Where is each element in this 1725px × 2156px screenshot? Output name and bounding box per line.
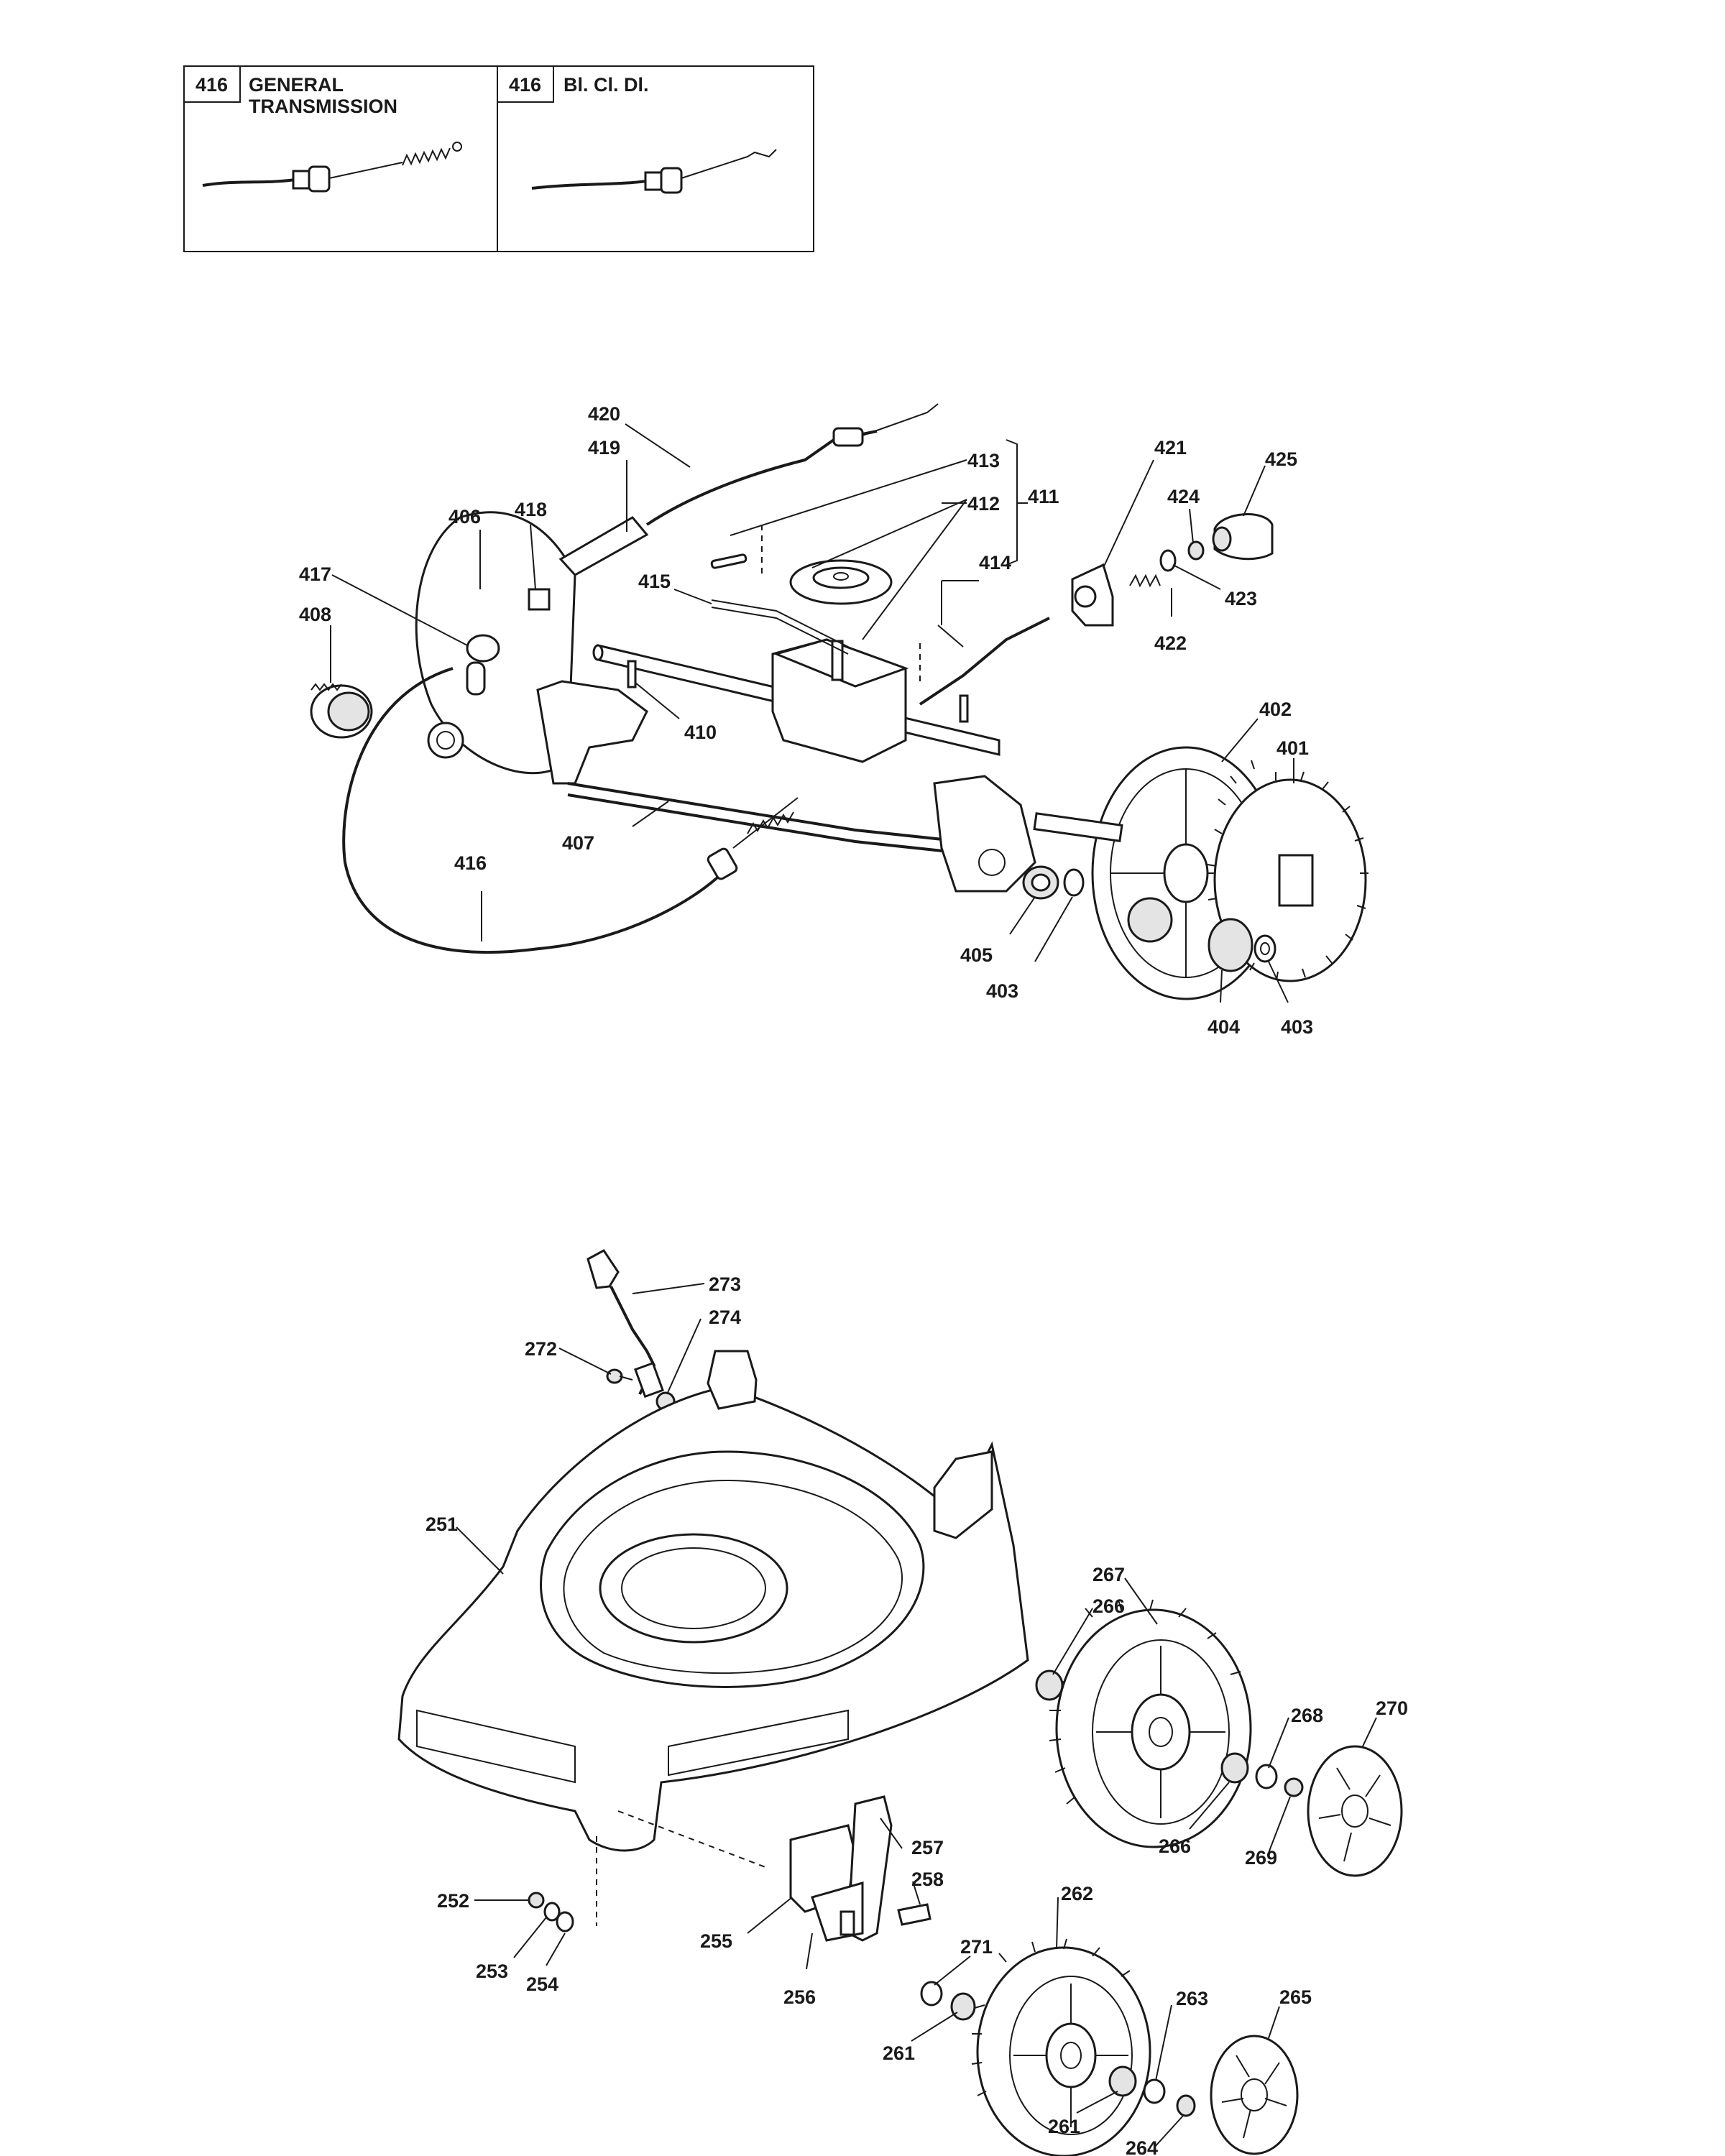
- nut-252: [528, 1892, 545, 1909]
- rear-wheel-267: [1049, 1599, 1252, 1848]
- label-402: 402: [1259, 699, 1292, 720]
- label-425: 425: [1265, 448, 1297, 470]
- gear-401: [1207, 760, 1368, 982]
- transmission-assembly: [310, 403, 1368, 1000]
- label-257: 257: [911, 1837, 944, 1858]
- label-273: 273: [709, 1273, 741, 1295]
- label-262: 262: [1061, 1883, 1093, 1904]
- label-404: 404: [1208, 1016, 1240, 1038]
- legend-code-box-2: [497, 65, 554, 103]
- label-403b: 403: [1281, 1016, 1313, 1038]
- label-272: 272: [525, 1338, 557, 1360]
- cable-420: [645, 430, 878, 526]
- label-267: 267: [1092, 1564, 1125, 1585]
- label-406: 406: [448, 506, 481, 528]
- label-413: 413: [967, 450, 1000, 471]
- label-261a: 261: [883, 2042, 915, 2064]
- label-252: 252: [437, 1890, 469, 1912]
- legend-title-1b: TRANSMISSION: [249, 96, 397, 117]
- washer-403: [1063, 868, 1085, 897]
- washer-423: [1159, 549, 1177, 572]
- label-423: 423: [1225, 588, 1257, 609]
- label-417: 417: [299, 563, 331, 585]
- label-415: 415: [638, 571, 671, 592]
- legend-code-1: 416: [196, 74, 228, 96]
- label-264: 264: [1126, 2137, 1158, 2156]
- label-263: 263: [1176, 1988, 1208, 2009]
- front-wheel-262: [971, 1938, 1151, 2156]
- spring-422: [1129, 573, 1161, 588]
- label-418: 418: [515, 499, 547, 520]
- label-254: 254: [526, 1973, 558, 1995]
- bolt-258: [897, 1903, 932, 1926]
- label-412: 412: [967, 493, 1000, 515]
- label-271: 271: [960, 1936, 993, 1958]
- hubcap-270: [1307, 1745, 1403, 1877]
- transmission-labels: 420 419 413 412 411 421 425 424 406 418 …: [299, 403, 1313, 1038]
- general-transmission-cable-icon: [202, 142, 462, 193]
- pinion-404: [1208, 918, 1254, 972]
- label-403a: 403: [986, 980, 1018, 1002]
- label-407: 407: [562, 832, 594, 854]
- right-bracket: [933, 775, 1036, 893]
- label-416: 416: [454, 852, 487, 874]
- label-419: 419: [588, 437, 620, 459]
- label-261b: 261: [1048, 2116, 1080, 2137]
- label-265: 265: [1279, 1986, 1312, 2008]
- label-266a: 266: [1092, 1595, 1125, 1617]
- label-255: 255: [700, 1930, 732, 1952]
- label-256: 256: [783, 1986, 816, 2008]
- legend-title-2a: Bl. Cl. Dl.: [564, 74, 649, 96]
- hubcap-265: [1210, 2035, 1299, 2155]
- label-251: 251: [426, 1514, 458, 1535]
- label-420: 420: [588, 403, 620, 425]
- label-424: 424: [1167, 486, 1200, 507]
- legend-title-1a: GENERAL: [249, 74, 344, 96]
- deck-leaders: [456, 1283, 1377, 2148]
- label-266b: 266: [1159, 1835, 1191, 1857]
- label-405: 405: [960, 944, 993, 966]
- label-253: 253: [476, 1961, 508, 1982]
- label-410: 410: [684, 722, 717, 743]
- cable-416: [342, 667, 727, 954]
- bushing-408: [310, 683, 373, 739]
- label-270: 270: [1376, 1697, 1408, 1719]
- label-269: 269: [1245, 1847, 1277, 1869]
- cap-425: [1213, 513, 1274, 561]
- label-274: 274: [709, 1307, 741, 1328]
- deck-assembly: [397, 1249, 1403, 2156]
- label-408: 408: [299, 604, 331, 625]
- transmission-leaders: [330, 423, 1294, 1003]
- label-401: 401: [1276, 737, 1309, 759]
- legend-code-2: 416: [509, 74, 541, 96]
- label-414: 414: [979, 552, 1011, 573]
- lever-handle-273: [586, 1249, 620, 1289]
- nut-424: [1187, 540, 1205, 561]
- legend-code-box-1: [183, 65, 241, 103]
- label-258: 258: [911, 1869, 944, 1890]
- label-268: 268: [1291, 1705, 1323, 1726]
- legend: 416 GENERAL TRANSMISSION 416 Bl. Cl. Dl.: [183, 65, 814, 252]
- blade-clutch-cable-icon: [531, 149, 777, 194]
- label-422: 422: [1154, 632, 1187, 654]
- deck-labels: 273 274 272 251 267 266 268 270 257 266 …: [426, 1273, 1408, 2156]
- bracket: [536, 680, 648, 785]
- label-411: 411: [1028, 486, 1059, 507]
- adjuster-419: [558, 516, 649, 576]
- label-421: 421: [1154, 437, 1187, 459]
